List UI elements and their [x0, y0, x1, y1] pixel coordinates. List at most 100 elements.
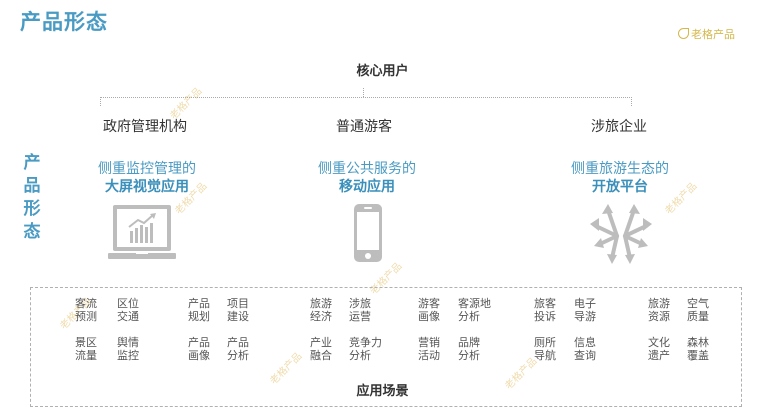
scenario-text: 竞争力 — [349, 336, 382, 349]
arrows-spread-icon — [590, 204, 652, 264]
scenario-text: 客流 — [75, 297, 97, 310]
scenario-item: 产业融合 — [310, 336, 340, 362]
application-scenarios-box — [30, 287, 742, 407]
scenario-item: 旅客投诉 — [534, 297, 564, 323]
form-desc: 侧重公共服务的 — [318, 161, 416, 177]
scenario-text: 产品 — [188, 297, 210, 310]
scenario-text: 涉旅 — [349, 297, 371, 310]
scenario-text: 质量 — [687, 310, 709, 323]
side-char: 品 — [23, 176, 41, 196]
scenario-item: 项目建设 — [227, 297, 257, 323]
product-form-side-label: 产 品 形 态 — [22, 152, 42, 244]
scenario-text: 分析 — [227, 349, 249, 362]
scenario-item: 产品画像 — [188, 336, 218, 362]
scenario-text: 旅游 — [310, 297, 332, 310]
scenario-text: 分析 — [458, 349, 480, 362]
laptop-chart-icon — [108, 205, 176, 259]
scenario-item: 电子导游 — [574, 297, 604, 323]
scenario-text: 空气 — [687, 297, 709, 310]
scenario-item: 游客画像 — [418, 297, 448, 323]
scenario-text: 电子 — [574, 297, 596, 310]
smartphone-icon — [354, 204, 382, 262]
scenario-text: 旅客 — [534, 297, 556, 310]
scenario-text: 文化 — [648, 336, 670, 349]
scenario-item: 景区流量 — [75, 336, 105, 362]
scenario-item: 竞争力分析 — [349, 336, 389, 362]
bracket-stem — [363, 88, 364, 97]
application-scenarios-title: 应用场景 — [356, 384, 409, 399]
scenario-text: 建设 — [227, 310, 249, 323]
scenario-item: 产品分析 — [227, 336, 257, 362]
scenario-text: 客源地 — [458, 297, 491, 310]
scenario-item: 森林覆盖 — [687, 336, 717, 362]
scenario-text: 旅游 — [648, 297, 670, 310]
scenario-item: 营销活动 — [418, 336, 448, 362]
scenario-text: 资源 — [648, 310, 670, 323]
scenario-text: 品牌 — [458, 336, 480, 349]
scenario-text: 营销 — [418, 336, 440, 349]
scenario-item: 舆情监控 — [117, 336, 147, 362]
form-name: 大屏视觉应用 — [105, 179, 189, 195]
leaf-icon — [678, 28, 689, 39]
scenario-text: 景区 — [75, 336, 97, 349]
user-enterprise: 涉旅企业 — [591, 119, 647, 135]
user-tourist: 普通游客 — [336, 119, 392, 135]
side-char: 形 — [23, 199, 41, 219]
scenario-item: 客源地分析 — [458, 297, 498, 323]
scenario-text: 交通 — [117, 310, 139, 323]
scenario-text: 流量 — [75, 349, 97, 362]
scenario-item: 涉旅运营 — [349, 297, 389, 323]
scenario-text: 预测 — [75, 310, 97, 323]
scenario-text: 厕所 — [534, 336, 556, 349]
side-char: 态 — [23, 222, 41, 242]
scenario-item: 产品规划 — [188, 297, 218, 323]
scenario-item: 区位交通 — [117, 297, 147, 323]
scenario-text: 画像 — [188, 349, 210, 362]
form-name: 开放平台 — [592, 179, 648, 195]
scenario-text: 信息 — [574, 336, 596, 349]
scenario-text: 导航 — [534, 349, 556, 362]
product-form-mobile: 侧重公共服务的 移动应用 — [267, 160, 467, 196]
brand-text: 老格产品 — [691, 28, 735, 41]
form-desc: 侧重监控管理的 — [98, 161, 196, 177]
scenario-text: 投诉 — [534, 310, 556, 323]
scenario-text: 覆盖 — [687, 349, 709, 362]
scenario-text: 游客 — [418, 297, 440, 310]
brand-logo: 老格产品 — [678, 26, 735, 42]
user-government: 政府管理机构 — [103, 119, 187, 135]
scenario-item: 信息查询 — [574, 336, 604, 362]
product-form-open-platform: 侧重旅游生态的 开放平台 — [520, 160, 720, 196]
core-users-title: 核心用户 — [356, 64, 409, 79]
scenario-text: 分析 — [349, 349, 371, 362]
scenario-text: 规划 — [188, 310, 210, 323]
scenario-text: 遗产 — [648, 349, 670, 362]
scenario-item: 旅游资源 — [648, 297, 678, 323]
scenario-item: 旅游经济 — [310, 297, 340, 323]
scenario-item: 厕所导航 — [534, 336, 564, 362]
scenario-text: 画像 — [418, 310, 440, 323]
scenario-item: 品牌分析 — [458, 336, 498, 362]
scenario-text: 运营 — [349, 310, 371, 323]
scenario-text: 舆情 — [117, 336, 139, 349]
scenario-text: 导游 — [574, 310, 596, 323]
product-form-bigscreen: 侧重监控管理的 大屏视觉应用 — [47, 160, 247, 196]
scenario-item: 客流预测 — [75, 297, 105, 323]
form-name: 移动应用 — [339, 179, 395, 195]
scenario-text: 分析 — [458, 310, 480, 323]
scenario-text: 产业 — [310, 336, 332, 349]
scenario-text: 经济 — [310, 310, 332, 323]
scenario-text: 融合 — [310, 349, 332, 362]
side-char: 产 — [23, 153, 41, 173]
scenario-text: 产品 — [227, 336, 249, 349]
page-title: 产品形态 — [20, 10, 108, 34]
scenario-text: 区位 — [117, 297, 139, 310]
scenario-text: 活动 — [418, 349, 440, 362]
scenario-text: 项目 — [227, 297, 249, 310]
form-desc: 侧重旅游生态的 — [571, 161, 669, 177]
scenario-item: 空气质量 — [687, 297, 717, 323]
scenario-text: 产品 — [188, 336, 210, 349]
scenario-text: 查询 — [574, 349, 596, 362]
scenario-text: 森林 — [687, 336, 709, 349]
scenario-item: 文化遗产 — [648, 336, 678, 362]
users-bracket — [100, 97, 632, 106]
